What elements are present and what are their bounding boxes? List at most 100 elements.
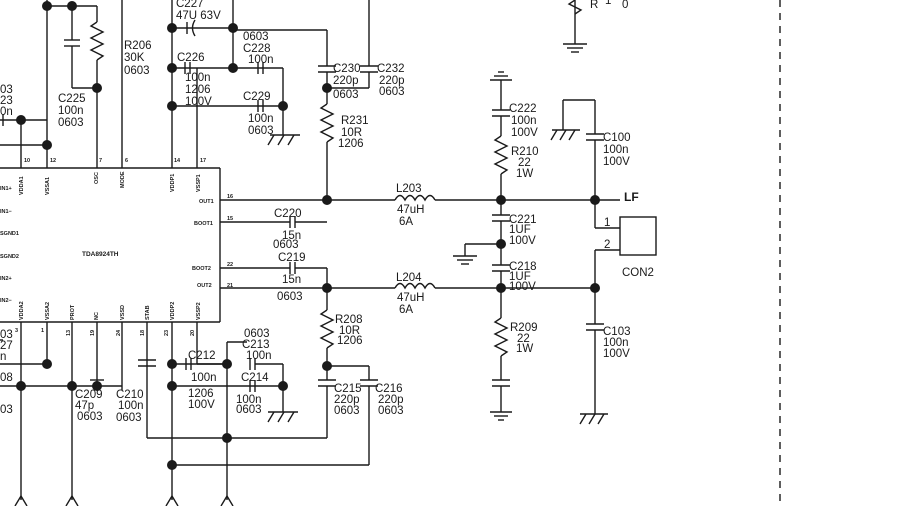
c225-value: 100n: [58, 105, 84, 117]
c225-ref: C225: [58, 93, 86, 105]
pin-num-1: 1: [41, 328, 44, 334]
r209-value: 22: [517, 333, 530, 345]
ic-name: TDA8924TH: [82, 251, 119, 258]
c228-value: 100n: [248, 54, 274, 66]
c215-package: 0603: [334, 405, 360, 417]
offpage-arrows: [14, 494, 234, 506]
cut-label: 1: [605, 0, 611, 7]
r208-ref: R208: [335, 314, 363, 326]
cut-label: 27: [0, 340, 13, 352]
c221-c218: [453, 200, 510, 288]
c219-value: 15n: [282, 274, 301, 286]
r210-power: 1W: [516, 168, 533, 180]
c222-voltage: 100V: [511, 127, 538, 139]
pin-num-18: 18: [140, 330, 146, 336]
ic-left-pins: IN1+ IN1− SGND1 SGND2 IN2+ IN2−: [0, 186, 19, 304]
c221-value: 1UF: [509, 224, 531, 236]
cut-label: R: [590, 0, 598, 11]
out1-snubber: [233, 0, 378, 200]
c210-ref: C210: [116, 389, 144, 401]
ic-right-pins: OUT1 BOOT1 BOOT2 OUT2 16 15 22 21: [192, 194, 233, 289]
out1-path: [220, 194, 620, 228]
r208-package: 1206: [337, 335, 363, 347]
c210-value: 100n: [118, 400, 144, 412]
c215-ref: C215: [334, 383, 362, 395]
component-labels: C227 47U 63V R206 30K 0603 C225 100n 060…: [58, 0, 654, 424]
pin-name-vssp2: VSSP2: [196, 302, 202, 320]
pin-num-13: 13: [66, 330, 72, 336]
r209-ref: R209: [510, 322, 538, 334]
c213-ref: C213: [242, 339, 270, 351]
con2-pin2: 2: [604, 239, 610, 251]
c221-ref: C221: [509, 214, 537, 226]
pin-num-19: 19: [90, 330, 96, 336]
pin-name-in2p: IN2+: [0, 276, 12, 282]
c100-voltage: 100V: [603, 156, 630, 168]
pin-name-vssp1: VSSP1: [196, 174, 202, 192]
c212-value: 100n: [191, 372, 217, 384]
c229-ref: C229: [243, 91, 271, 103]
c216-package: 0603: [378, 405, 404, 417]
c230-value: 220p: [333, 75, 359, 87]
c213-package: 0603: [244, 328, 270, 340]
c232-package: 0603: [379, 86, 405, 98]
c214-package: 0603: [236, 404, 262, 416]
r209-c217: [490, 288, 512, 421]
pin-num-14: 14: [174, 158, 181, 164]
r210-ref: R210: [511, 146, 539, 158]
l204-value: 47uH: [397, 292, 425, 304]
c214-value: 100n: [236, 394, 262, 406]
cut-label: 0n: [0, 106, 13, 118]
ic-bottom-pins: VDDA2 VSSA2 PROT NC VSSD STAB VDDP2 VSSP…: [15, 301, 202, 336]
c100-ref: C100: [603, 132, 631, 144]
ic-tda8924th: TDA8924TH: [0, 167, 221, 323]
c221-voltage: 100V: [509, 235, 536, 247]
pin-num-24: 24: [116, 329, 122, 336]
c227-ref: C227: [176, 0, 204, 10]
c225-package: 0603: [58, 117, 84, 129]
pin-name-mode: MODE: [120, 171, 126, 188]
c216-value: 220p: [378, 394, 404, 406]
r231-ref: R231: [341, 115, 369, 127]
c209-ref: C209: [75, 389, 103, 401]
pin-num-12: 12: [50, 158, 56, 164]
r206-ref: R206: [124, 40, 152, 52]
l204-ref: L204: [396, 272, 422, 284]
pin-name-nc: NC: [94, 312, 100, 320]
l203-value: 47uH: [397, 204, 425, 216]
c218-value: 1UF: [509, 271, 531, 283]
c232-value: 220p: [379, 75, 405, 87]
lf-label: LF: [624, 190, 639, 204]
pin-num-15: 15: [227, 216, 233, 222]
c214-ref: C214: [241, 372, 269, 384]
c215-value: 220p: [334, 394, 360, 406]
c100: [550, 99, 604, 200]
l204-current: 6A: [399, 304, 413, 316]
r210-c222: [490, 71, 512, 200]
c228-ref: C228: [243, 43, 271, 55]
c228-package: 0603: [243, 31, 269, 43]
pin-name-vdda1: VDDA1: [19, 176, 25, 195]
pin-num-23: 23: [164, 330, 170, 336]
con2-pin1: 1: [604, 217, 610, 229]
pin-num-20: 20: [190, 330, 196, 336]
pin-name-stab: STAB: [145, 305, 151, 320]
cut-label: 03: [0, 84, 13, 96]
pin-num-7: 7: [99, 158, 102, 164]
pin-name-out2: OUT2: [197, 283, 212, 289]
vddp1-decoupling: [167, 0, 300, 146]
r231-value: 10R: [341, 127, 362, 139]
r210-value: 22: [518, 157, 531, 169]
pin-name-vssd: VSSD: [120, 305, 126, 320]
left-cut-labels: 03 23 0n 03 27 n 08 03: [0, 84, 13, 416]
c227-value: 47U 63V: [176, 10, 221, 22]
r209-power: 1W: [516, 343, 533, 355]
c218-ref: C218: [509, 261, 537, 273]
c222-ref: C222: [509, 103, 537, 115]
cut-label: n: [0, 351, 6, 363]
c232-ref: C232: [377, 63, 405, 75]
pin-name-boot1: BOOT1: [194, 221, 213, 227]
r206-package: 0603: [124, 65, 150, 77]
c230-package: 0603: [333, 89, 359, 101]
cut-label: 23: [0, 95, 13, 107]
